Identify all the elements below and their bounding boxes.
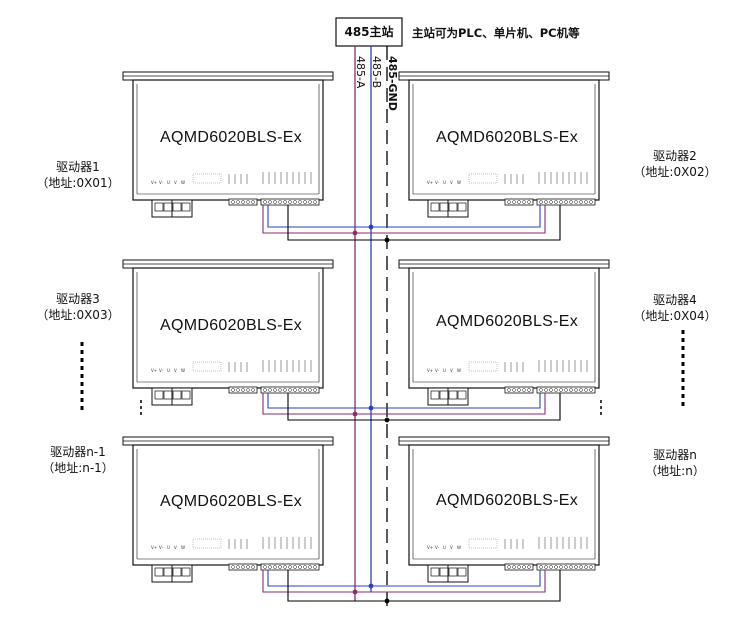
driver-3-name: 驱动器3 <box>56 292 100 306</box>
driver-n-1-address: （地址:n-1） <box>42 461 114 475</box>
driver-n-model: AQMD6020BLS-Ex <box>436 492 579 509</box>
junction-dots <box>352 224 390 604</box>
driver-3-address: （地址:0X03） <box>36 308 120 322</box>
driver-2-address: （地址:0X02） <box>633 165 717 179</box>
driver-n-1-name: 驱动器n-1 <box>50 445 106 459</box>
continuation-dots <box>80 330 685 418</box>
master-station-label: 485主站 <box>344 25 394 39</box>
driver-3-model: AQMD6020BLS-Ex <box>160 317 303 334</box>
driver-1-model: AQMD6020BLS-Ex <box>160 129 303 146</box>
row-1-wiring <box>262 205 561 241</box>
bus-b-label: 485-B <box>370 56 383 88</box>
driver-4-name: 驱动器4 <box>653 293 697 307</box>
bus-gnd-label: 485-GND <box>386 56 399 111</box>
master-station-note: 主站可为PLC、单片机、PC机等 <box>412 26 580 40</box>
driver-4-address: （地址:0X04） <box>633 309 717 323</box>
row-2-wiring <box>262 393 561 421</box>
driver-1-address: （地址:0X01） <box>36 176 120 190</box>
row-3-wiring <box>262 570 561 602</box>
master-station-box <box>335 17 403 47</box>
driver-4-device <box>398 259 610 406</box>
driver-n-name: 驱动器n <box>653 448 697 462</box>
driver-4-model: AQMD6020BLS-Ex <box>436 313 579 330</box>
driver-n-1-model: AQMD6020BLS-Ex <box>160 493 303 510</box>
driver-2-model: AQMD6020BLS-Ex <box>436 129 579 146</box>
driver-n-address: （地址:n） <box>645 464 705 478</box>
driver-1-name: 驱动器1 <box>56 160 100 174</box>
driver-2-name: 驱动器2 <box>653 149 697 163</box>
bus-a-label: 485-A <box>354 56 367 89</box>
